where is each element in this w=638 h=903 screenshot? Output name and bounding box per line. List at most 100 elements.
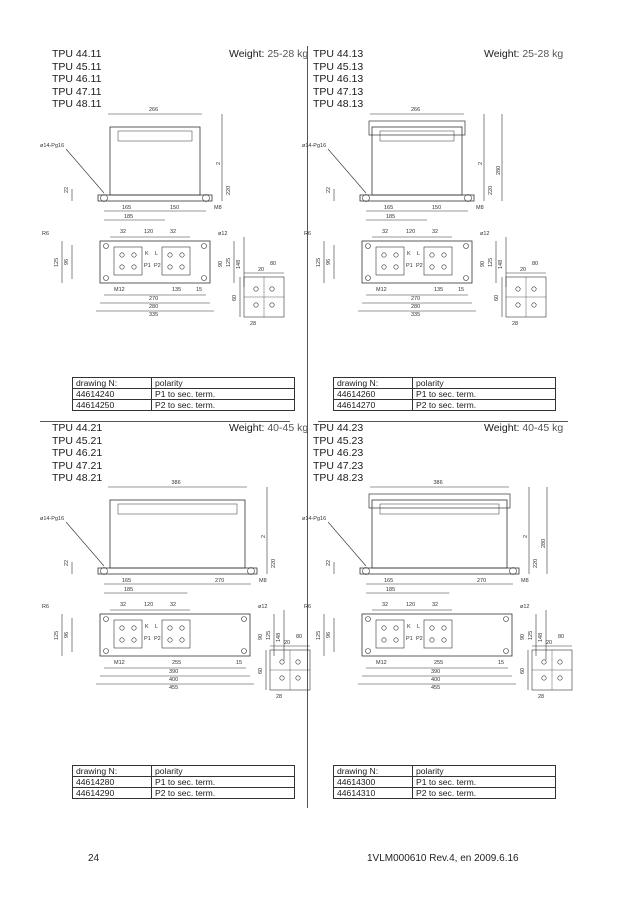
mounting-hole <box>179 637 185 643</box>
model-name: TPU 45.13 <box>313 60 364 73</box>
dimension-label: 165 <box>122 578 131 584</box>
dimension-label: 185 <box>386 587 395 593</box>
drawing-outline <box>97 194 213 202</box>
mounting-hole <box>393 264 399 270</box>
mounting-hole <box>295 659 301 665</box>
dimension-label: 96 <box>326 259 332 265</box>
table-header: polarity <box>151 765 295 777</box>
drawing-outline <box>99 240 211 284</box>
mounting-hole <box>167 264 173 270</box>
dimension-label: 90 <box>480 261 486 267</box>
table-cell: 44614240 <box>72 388 152 400</box>
model-name: TPU 44.21 <box>52 422 103 434</box>
dimension-label: K <box>407 251 411 257</box>
dimension-label: 455 <box>169 685 178 691</box>
weight-label: Weight: <box>484 48 520 60</box>
model-name: TPU 47.13 <box>313 85 364 98</box>
model-name: TPU 44.13 <box>313 48 364 60</box>
dimension-label: 455 <box>431 685 440 691</box>
model-name: TPU 47.23 <box>313 459 364 472</box>
dimension-label: 125 <box>54 631 60 640</box>
dimension-label: M12 <box>114 287 125 293</box>
dimension-label: 15 <box>196 287 202 293</box>
dimension-label: 120 <box>406 229 415 235</box>
mounting-hole <box>503 648 509 654</box>
dimension-label: P2 <box>154 263 161 269</box>
table-cell: P2 to sec. term. <box>151 399 295 411</box>
mounting-hole <box>241 616 247 622</box>
dimension-label: 125 <box>226 258 232 267</box>
drawing-outline <box>361 613 513 657</box>
drawing-outline <box>368 120 466 136</box>
dimension-label: 185 <box>124 587 133 593</box>
mounting-hole <box>557 675 563 681</box>
dimension-label: 280 <box>496 166 502 175</box>
dimension-label: P2 <box>416 263 423 269</box>
weight-label: Weight: <box>229 422 265 434</box>
mounting-hole <box>515 286 521 292</box>
panel-1-model-list: TPU 44.11 TPU 45.11 TPU 46.11 TPU 47.11 … <box>52 48 101 111</box>
dimension-label: K <box>407 624 411 630</box>
dimension-label: 32 <box>120 602 126 608</box>
dimension-label: 28 <box>250 321 256 327</box>
panel-1-weight: Weight: 25-28 kg <box>229 48 308 60</box>
dimension-label: 60 <box>494 295 500 301</box>
dimension-label: 22 <box>326 187 332 193</box>
dimension-label: P1 <box>406 263 413 269</box>
table-cell: P2 to sec. term. <box>412 399 556 411</box>
dimension-label: 32 <box>170 229 176 235</box>
mounting-hole <box>429 264 435 270</box>
mounting-hole <box>381 637 387 643</box>
dimension-label: 20 <box>546 640 552 646</box>
horizontal-divider-right <box>318 421 568 422</box>
dimension-label: 15 <box>498 660 504 666</box>
mounting-hole <box>241 648 247 654</box>
table-header: polarity <box>412 377 556 389</box>
dimension-label: 390 <box>431 669 440 675</box>
mounting-hole <box>381 625 387 631</box>
dimension-label: 270 <box>149 296 158 302</box>
dimension-label: 390 <box>169 669 178 675</box>
mounting-hole <box>531 302 537 308</box>
drawing-line <box>65 148 105 194</box>
dimension-label: ø12 <box>218 231 227 237</box>
dimension-label: 90 <box>258 634 264 640</box>
dimension-label: P1 <box>144 636 151 642</box>
dimension-label: L <box>417 624 420 630</box>
mounting-hole <box>464 194 472 202</box>
model-name: TPU 48.13 <box>313 98 364 111</box>
table-header: drawing N: <box>72 765 152 777</box>
dimension-label: 270 <box>477 578 486 584</box>
dimension-label: 32 <box>170 602 176 608</box>
dimension-label: 135 <box>434 287 443 293</box>
dimension-label: 148 <box>498 260 504 269</box>
dimension-label: 220 <box>271 559 277 568</box>
mounting-hole <box>131 625 137 631</box>
drawing-outline <box>423 619 453 649</box>
panel-4-model-list: TPU 44.23 TPU 45.23 TPU 46.23 TPU 47.23 … <box>313 422 363 485</box>
dimension-label: 148 <box>538 633 544 642</box>
dimension-label: 125 <box>528 631 534 640</box>
mounting-hole <box>269 302 275 308</box>
table-cell: 44614260 <box>333 388 413 400</box>
mounting-hole <box>103 616 109 622</box>
table-cell: P2 to sec. term. <box>412 787 556 799</box>
mounting-hole <box>441 637 447 643</box>
mounting-hole <box>103 648 109 654</box>
table-cell: P1 to sec. term. <box>412 388 556 400</box>
dimension-label: 120 <box>406 602 415 608</box>
dimension-label: 150 <box>432 205 441 211</box>
model-name: TPU 44.23 <box>313 422 364 434</box>
mounting-hole <box>131 252 137 258</box>
table-cell: P2 to sec. term. <box>151 787 295 799</box>
dimension-label: 60 <box>520 668 526 674</box>
dimension-label: L <box>155 624 158 630</box>
page-number: 24 <box>88 853 100 864</box>
mounting-hole <box>131 637 137 643</box>
drawing-line <box>65 521 105 567</box>
dimension-label: 280 <box>149 304 158 310</box>
dimension-label: 22 <box>64 187 70 193</box>
mounting-hole <box>365 275 371 281</box>
dimension-label: 2 <box>523 535 529 538</box>
